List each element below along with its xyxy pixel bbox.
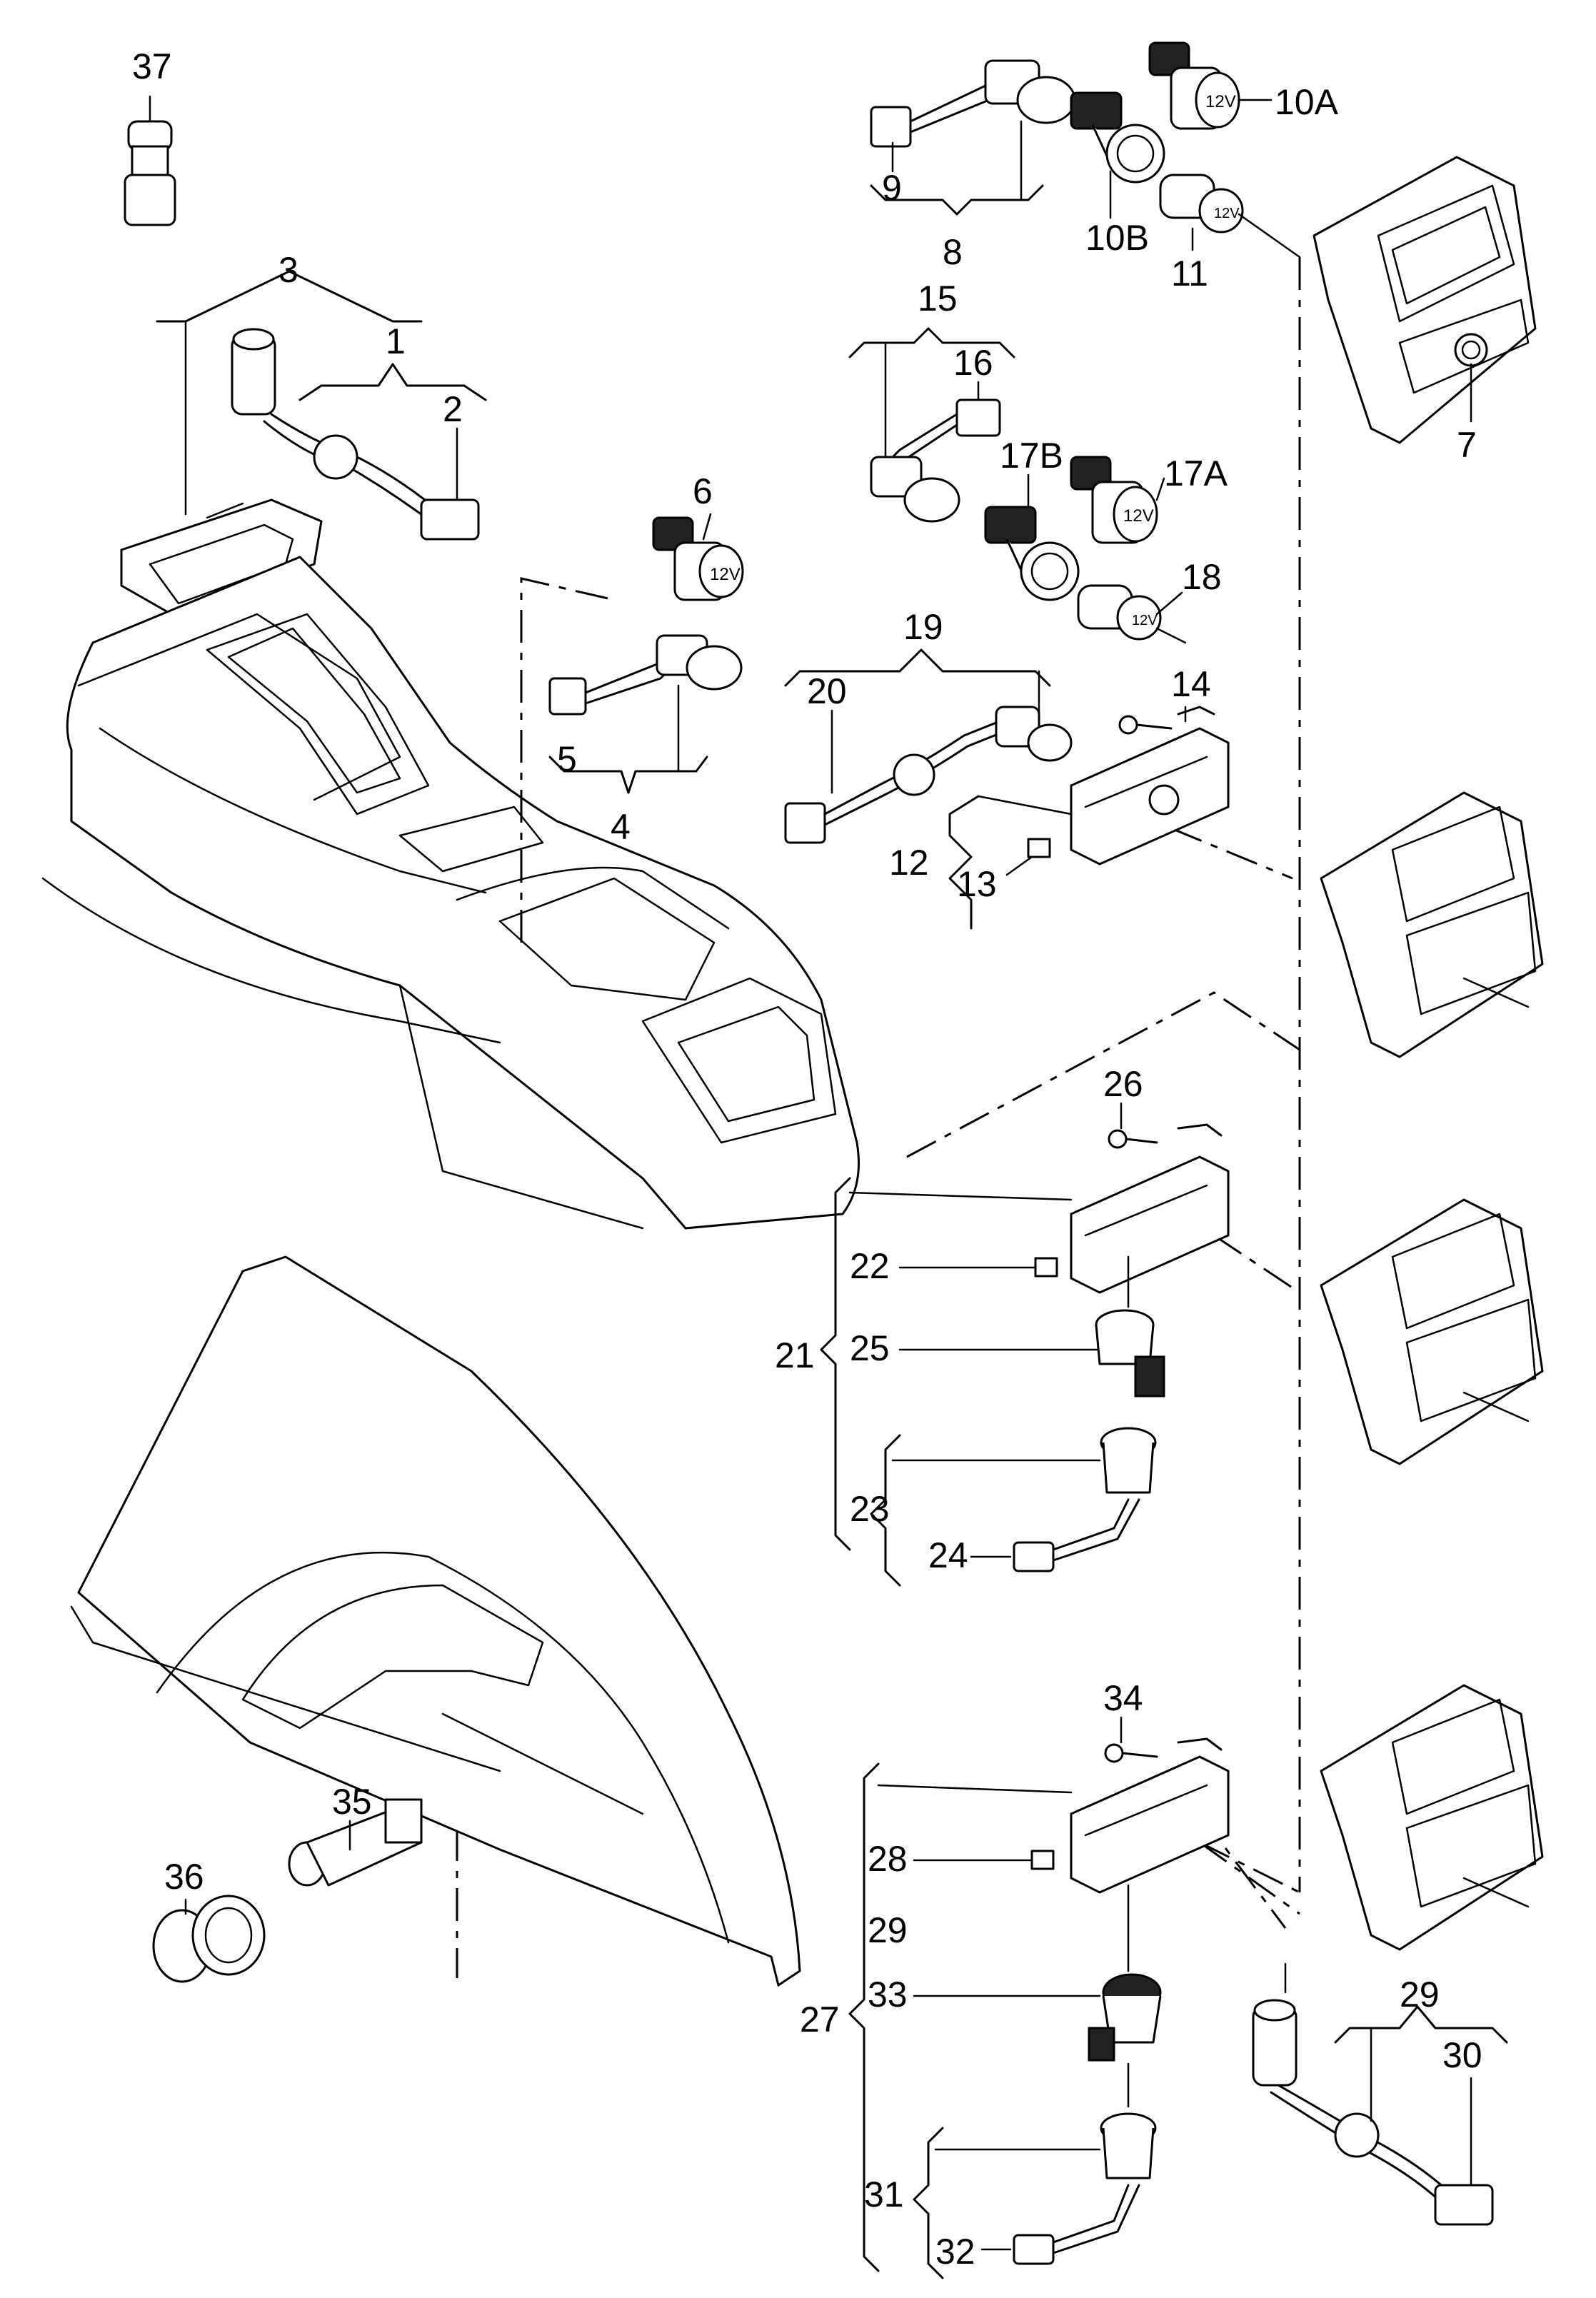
part-label-21: 21 xyxy=(775,1335,815,1375)
part-label-16: 16 xyxy=(953,343,993,383)
part-label-30: 30 xyxy=(1442,2035,1482,2075)
cigarette-lighter-icon xyxy=(124,95,176,226)
socket-23-icon xyxy=(1100,1427,1157,1494)
bracket-12 xyxy=(948,795,980,930)
screw-14-icon xyxy=(1118,706,1187,735)
bracket-15 xyxy=(848,327,1015,358)
screw-26-icon xyxy=(1108,1123,1223,1149)
socket-10B-icon xyxy=(1070,91,1165,184)
socket-housing-icon xyxy=(231,328,480,541)
wiring-harness-15-icon xyxy=(870,398,1001,523)
wiring-harness-19-icon xyxy=(784,706,1073,844)
lighter-17A-icon: 12V xyxy=(1070,456,1158,544)
part-label-20: 20 xyxy=(807,671,847,711)
part-label-3: 3 xyxy=(278,250,298,290)
socket-voltage-11: 12V xyxy=(1214,206,1240,221)
socket-35-icon xyxy=(288,1798,423,1887)
socket-voltage-10A: 12V xyxy=(1205,92,1236,111)
trim-panel-21-icon xyxy=(1070,1155,1230,1294)
wiring-harness-24-icon xyxy=(1013,1498,1140,1572)
bracket-19 xyxy=(784,648,1051,687)
bracket-31 xyxy=(913,2127,944,2279)
wiring-harness-8-icon xyxy=(870,59,1076,148)
part-label-10A: 10A xyxy=(1275,82,1339,122)
part-label-17B: 17B xyxy=(1000,436,1063,476)
bracket-27 xyxy=(848,1762,880,2272)
part-label-24: 24 xyxy=(928,1535,968,1575)
bracket-3 xyxy=(156,270,423,323)
part-label-12: 12 xyxy=(889,843,929,883)
part-label-33: 33 xyxy=(868,1975,908,2014)
part-label-18: 18 xyxy=(1182,557,1222,597)
bracket-8 xyxy=(870,184,1044,216)
part-label-6: 6 xyxy=(693,471,713,511)
part-label-11: 11 xyxy=(1171,254,1208,293)
part-label-37: 37 xyxy=(132,46,172,86)
center-console-icon xyxy=(41,556,860,1230)
part-label-8: 8 xyxy=(943,232,963,272)
bracket-1 xyxy=(298,363,487,401)
part-label-27: 27 xyxy=(800,2000,840,2039)
part-label-9: 9 xyxy=(882,168,902,208)
socket-33-icon xyxy=(1088,1973,1162,2062)
rear-vent-panel-3-icon xyxy=(1320,1198,1544,1465)
part-label-29b: 29 xyxy=(1400,1975,1440,2014)
lighter-10A-icon: 12V xyxy=(1148,41,1240,130)
wiring-harness-icon xyxy=(548,634,743,716)
trim-panel-12-icon xyxy=(1070,706,1230,865)
part-label-13: 13 xyxy=(957,864,997,904)
part-label-25: 25 xyxy=(850,1328,890,1368)
part-label-34: 34 xyxy=(1103,1678,1143,1718)
part-label-31: 31 xyxy=(864,2174,904,2214)
part-label-10B: 10B xyxy=(1085,218,1149,258)
socket-voltage-17A: 12V xyxy=(1123,506,1154,526)
wiring-harness-32-icon xyxy=(1013,2184,1140,2265)
part-label-17A: 17A xyxy=(1164,453,1228,493)
rear-vent-panel-2-icon xyxy=(1320,791,1544,1058)
part-label-22: 22 xyxy=(850,1246,890,1286)
screw-34-icon xyxy=(1104,1737,1223,1763)
bracket-4 xyxy=(548,756,708,794)
socket-voltage-18: 12V xyxy=(1132,613,1158,628)
socket-voltage-6: 12V xyxy=(710,565,741,584)
lighter-6-icon: 12V xyxy=(652,516,744,601)
part-label-28: 28 xyxy=(868,1839,908,1879)
socket-29-icon xyxy=(1252,1999,1494,2226)
part-label-15: 15 xyxy=(918,279,958,318)
trim-panel-27-icon xyxy=(1070,1755,1230,1894)
part-label-23: 23 xyxy=(850,1489,890,1529)
part-label-35: 35 xyxy=(332,1782,372,1822)
lighter-18-icon: 12V xyxy=(1077,584,1162,641)
cap-36-icon xyxy=(152,1895,266,1983)
part-label-7: 7 xyxy=(1457,425,1477,465)
socket-17B-icon xyxy=(984,506,1080,601)
part-label-26: 26 xyxy=(1103,1064,1143,1104)
bracket-23 xyxy=(870,1434,901,1587)
part-label-36: 36 xyxy=(164,1857,204,1897)
part-label-19: 19 xyxy=(903,607,943,647)
bracket-29 xyxy=(1334,2005,1508,2044)
part-label-29a: 29 xyxy=(868,1910,908,1950)
part-label-5: 5 xyxy=(557,739,577,779)
socket-31-icon xyxy=(1100,2112,1157,2179)
side-trim-panel-icon xyxy=(70,1255,801,1987)
part-label-1: 1 xyxy=(386,321,406,361)
clip-13-icon xyxy=(1027,838,1051,858)
lighter-11-icon: 12V xyxy=(1159,174,1244,234)
part-label-2: 2 xyxy=(443,389,463,429)
rear-vent-panel-icon xyxy=(1313,156,1537,444)
bracket-21 xyxy=(820,1177,851,1551)
console-tray-icon xyxy=(120,498,323,616)
part-label-14: 14 xyxy=(1171,664,1211,704)
rear-vent-panel-4-icon xyxy=(1320,1684,1544,1951)
part-label-4: 4 xyxy=(611,807,631,847)
part-label-32: 32 xyxy=(935,2232,975,2272)
socket-25-icon xyxy=(1095,1309,1165,1398)
clip-28-icon xyxy=(1030,1850,1055,1870)
clip-22-icon xyxy=(1034,1257,1058,1278)
